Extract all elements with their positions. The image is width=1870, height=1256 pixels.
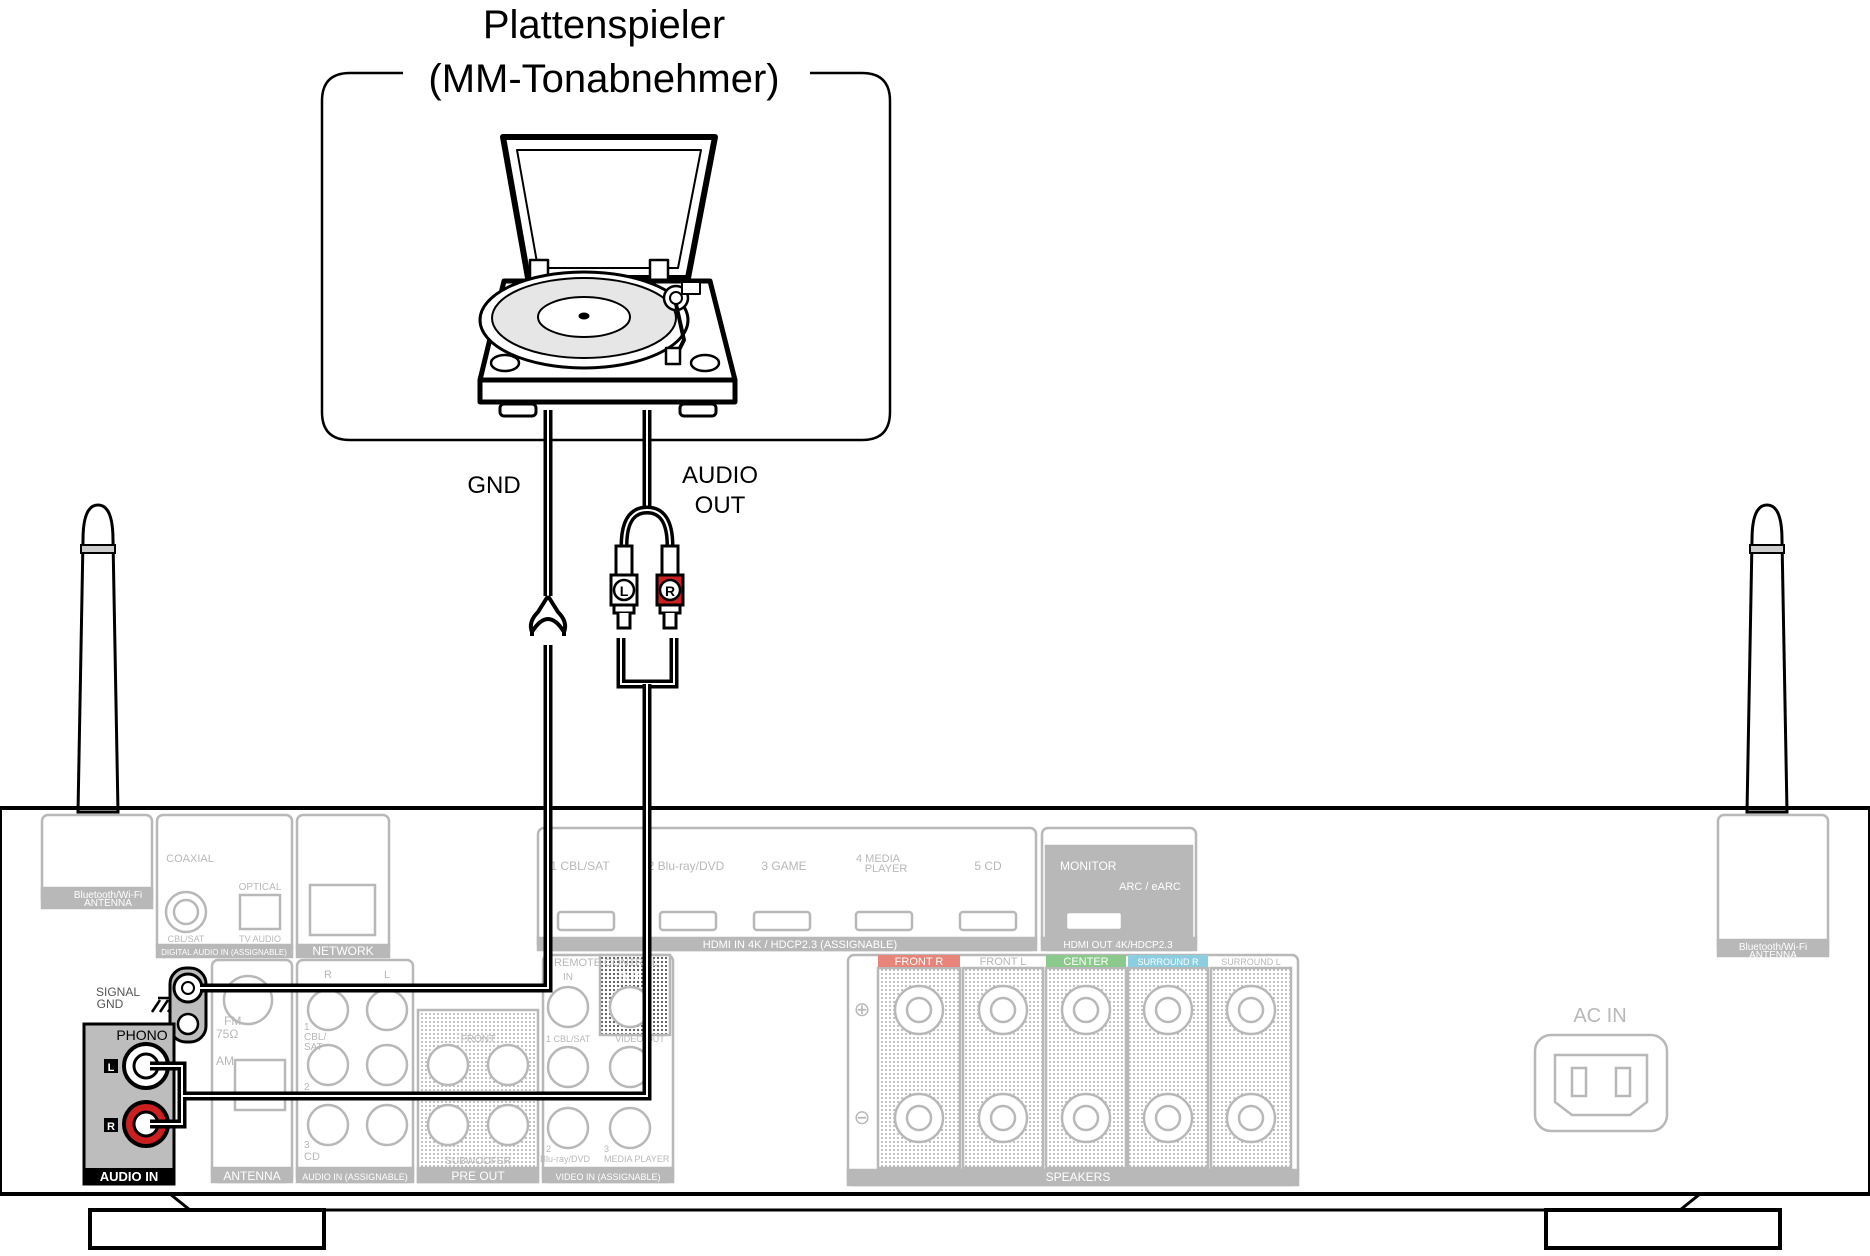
rca-plug-right: R	[655, 544, 685, 630]
tv-audio-label: TV AUDIO	[239, 934, 281, 944]
receiver-panel-faded	[40, 813, 1830, 1187]
cbl-sat-label: CBL/SAT	[168, 934, 205, 944]
receiver-outline	[0, 806, 1870, 1196]
audio-out-label-2: OUT	[695, 492, 746, 519]
fm-label: FM	[224, 1014, 241, 1028]
antenna-left	[76, 503, 120, 814]
audio-3-label: 3	[304, 1140, 310, 1151]
title-line-2: (MM-Tonabnehmer)	[428, 57, 779, 101]
remote-control-label: REMOTE CONTROL	[554, 957, 658, 969]
minus-sign: ⊖	[854, 1107, 871, 1129]
monitor-label: MONITOR	[1060, 859, 1117, 873]
remote-out-label: OUT	[619, 972, 640, 983]
rca-plug-left-label: L	[620, 583, 629, 599]
receiver-foot-left	[88, 1208, 326, 1250]
phono-r-label: R	[107, 1121, 115, 1133]
title-line-1: Plattenspieler	[483, 3, 725, 47]
hdmi-3-label: 3 GAME	[761, 859, 806, 873]
bt-right-label-1: Bluetooth/Wi-Fi	[1739, 942, 1807, 953]
hdmi-2-label: 2 Blu-ray/DVD	[648, 859, 725, 873]
network-label: NETWORK	[312, 944, 373, 958]
digital-audio-in-label: DIGITAL AUDIO IN (ASSIGNABLE)	[161, 948, 287, 957]
audio-cd-label: CD	[304, 1151, 320, 1163]
hdmi-1-label: 1 CBL/SAT	[550, 859, 610, 873]
fm-ohm-label: 75Ω	[216, 1027, 238, 1041]
rca-lower-yoke	[616, 638, 679, 689]
gnd-fork-lug	[528, 594, 568, 634]
optical-label: OPTICAL	[239, 882, 282, 893]
phono-l-label: L	[108, 1062, 115, 1074]
audio-r-label: R	[324, 969, 332, 981]
rca-plug-left: L	[609, 544, 639, 630]
video-media-label: MEDIA PLAYER	[604, 1154, 670, 1164]
video-1-label: 1 CBL/SAT	[546, 1034, 591, 1044]
video-2-label: 2	[546, 1144, 551, 1154]
audio-2-label: 2	[304, 1082, 310, 1093]
audio-l-label: L	[384, 969, 390, 981]
phono-panel: PHONO AUDIO IN L R	[82, 1022, 176, 1186]
video-bluray-label: Blu-ray/DVD	[540, 1154, 591, 1164]
front-r-label: FRONT R	[895, 956, 944, 968]
video-3-label: 3	[604, 1144, 609, 1154]
speakers-label: SPEAKERS	[1046, 1170, 1111, 1184]
turntable-frame	[320, 71, 892, 442]
remote-in-label: IN	[563, 972, 573, 983]
video-out-label: VIDEO OUT	[615, 1034, 665, 1044]
bt-left-label-1: Bluetooth/Wi-Fi	[74, 890, 142, 901]
receiver-foot-right	[1544, 1208, 1782, 1250]
antenna-label: ANTENNA	[223, 1169, 280, 1183]
signal-gnd-terminal	[168, 966, 208, 1044]
audio-in-assignable-label: AUDIO IN (ASSIGNABLE)	[302, 1172, 408, 1182]
hdmi-4a-label: 4 MEDIA	[856, 853, 901, 865]
audio-out-label-1: AUDIO	[682, 462, 758, 489]
turntable-icon	[477, 134, 738, 418]
audio-1-label: 1	[304, 1022, 310, 1033]
hdmi-5-label: 5 CD	[974, 859, 1002, 873]
audio-sat-label: SAT	[304, 1042, 323, 1053]
hdmi-in-label: HDMI IN 4K / HDCP2.3 (ASSIGNABLE)	[703, 939, 897, 951]
ac-in-label: AC IN	[1573, 1005, 1626, 1027]
audio-cbl-label: CBL/	[304, 1032, 326, 1043]
phono-label: PHONO	[116, 1027, 167, 1043]
gnd-label: GND	[467, 472, 520, 499]
front-l-label: FRONT L	[980, 956, 1027, 968]
video-in-label: VIDEO IN (ASSIGNABLE)	[555, 1172, 660, 1182]
surround-r-label: SURROUND R	[1137, 957, 1199, 967]
am-label: AM	[216, 1054, 234, 1068]
front-preout-label: FRONT	[461, 1034, 495, 1045]
plus-sign: ⊕	[854, 999, 871, 1021]
rca-plug-right-label: R	[665, 583, 675, 599]
audio-in-label: AUDIO IN	[100, 1169, 159, 1184]
hdmi-out-label: HDMI OUT 4K/HDCP2.3	[1063, 940, 1173, 951]
bt-right-label-2: ANTENNA	[1749, 950, 1797, 961]
subwoofer-label: SUBWOOFER	[445, 1156, 511, 1167]
center-label: CENTER	[1063, 956, 1108, 968]
hdmi-4b-label: PLAYER	[865, 863, 908, 875]
signal-gnd-label-2: GND	[97, 997, 124, 1011]
antenna-right	[1745, 503, 1789, 814]
pre-out-label: PRE OUT	[451, 1169, 505, 1183]
surround-l-label: SURROUND L	[1221, 957, 1281, 967]
arc-label: ARC / eARC	[1119, 881, 1181, 893]
coaxial-label: COAXIAL	[166, 853, 214, 865]
signal-gnd-label-1: SIGNAL	[96, 985, 140, 999]
bt-left-label-2: ANTENNA	[84, 898, 132, 909]
